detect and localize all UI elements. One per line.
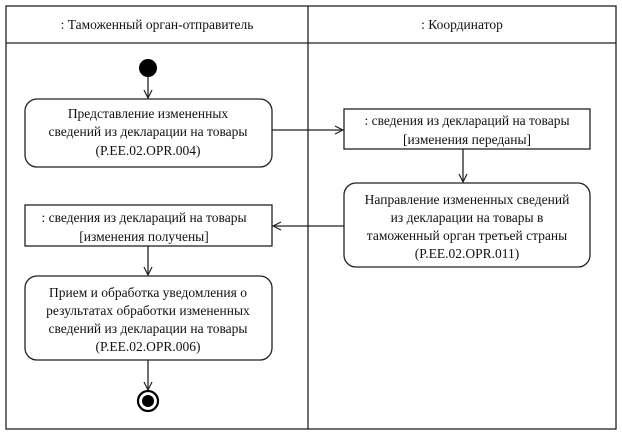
action-code: (P.EE.02.OPR.011)	[415, 246, 520, 261]
action-submit-changes: Представление измененных сведений из дек…	[24, 98, 273, 168]
action-code: (P.EE.02.OPR.006)	[95, 339, 200, 354]
object-name: : сведения из деклараций на товары	[41, 210, 246, 225]
diagram-frame	[5, 5, 617, 430]
action-receive-notification: Прием и обработка уведомления о результа…	[24, 275, 273, 361]
action-text: сведений из декларации на товары	[49, 321, 248, 336]
action-text: Направление измененных сведений	[365, 192, 570, 207]
object-state: [изменения получены]	[79, 229, 209, 244]
object-state: [изменения переданы]	[403, 132, 531, 147]
final-node	[136, 389, 160, 413]
action-text: из декларации на товары в	[391, 210, 544, 225]
action-text: результатах обработки измененных	[46, 303, 250, 318]
object-name: : сведения из деклараций на товары	[364, 113, 569, 128]
object-node-changes-received: : сведения из деклараций на товары [изме…	[24, 204, 273, 247]
lane-title-sender: : Таможенный орган-отправитель	[61, 17, 254, 32]
action-text: Прием и обработка уведомления о	[49, 285, 247, 300]
action-forward-changes: Направление измененных сведений из декла…	[343, 182, 591, 268]
action-text: Представление измененных	[68, 106, 229, 121]
action-text: таможенный орган третьей страны	[367, 228, 567, 243]
lane-title-coordinator: : Координатор	[421, 17, 503, 32]
object-node-changes-sent: : сведения из деклараций на товары [изме…	[343, 108, 591, 150]
action-code: (P.EE.02.OPR.004)	[95, 143, 200, 158]
action-text: сведений из декларации на товары	[49, 124, 248, 139]
initial-node	[139, 59, 157, 77]
